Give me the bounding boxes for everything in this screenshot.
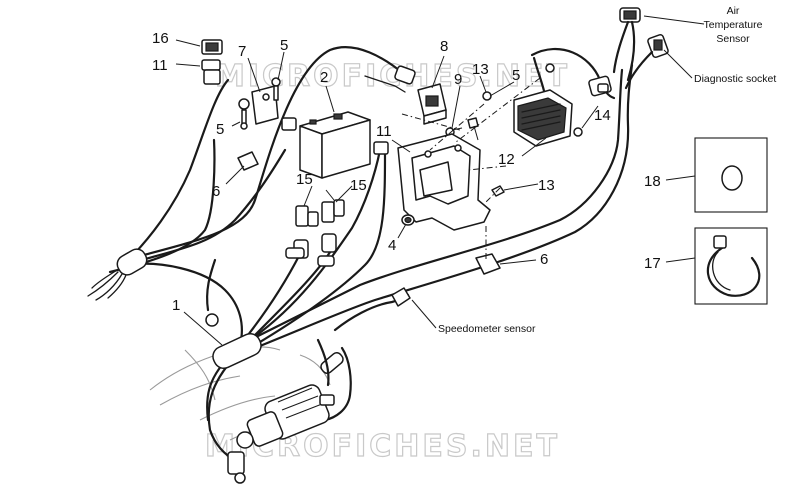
- air-temp-label-line2: Temperature: [704, 19, 763, 31]
- grommet-part-4: [401, 214, 415, 226]
- part-number-6-left: 6: [212, 183, 220, 200]
- part-number-14: 14: [594, 107, 611, 124]
- voltage-regulator-part-12: [513, 89, 583, 147]
- ground-terminal: [394, 65, 416, 85]
- part-number-7: 7: [238, 43, 246, 60]
- assembly-centerlines: [401, 77, 541, 262]
- battery-terminal-clip: [281, 117, 297, 131]
- part-number-13-top: 13: [472, 61, 489, 78]
- detail-box-part-17: [694, 227, 768, 305]
- cable-clip-part-6-right: [475, 253, 501, 275]
- fuse-part-11-left: [201, 59, 221, 85]
- leader-lines: [175, 15, 705, 346]
- relay-part-16: [201, 39, 223, 55]
- part-number-13-lower: 13: [538, 177, 555, 194]
- diagnostic-socket-connector: [624, 33, 669, 90]
- part-number-9: 9: [454, 71, 462, 88]
- part-number-12: 12: [498, 151, 515, 168]
- regulator-connector-part-14: [588, 75, 612, 97]
- part-number-4: 4: [388, 237, 396, 254]
- detail-box-part-18: [694, 137, 768, 213]
- air-temp-label-line3: Sensor: [716, 33, 750, 45]
- part-number-15-right: 15: [350, 177, 367, 194]
- diagnostic-socket-label: Diagnostic socket: [694, 73, 776, 85]
- part-number-15-left: 15: [296, 171, 313, 188]
- starter-motor: [227, 384, 335, 484]
- connectors-part-15: [285, 199, 345, 267]
- battery-part-2: [299, 111, 371, 179]
- screw-part-5-right: [545, 63, 555, 73]
- mounting-bracket-part-11: [397, 133, 491, 231]
- relay-holder-part-8: [417, 83, 447, 125]
- part-number-18: 18: [644, 173, 661, 190]
- part-number-2: 2: [320, 69, 328, 86]
- speedometer-sensor-label: Speedometer sensor: [438, 323, 536, 335]
- screw-part-13-lower: [491, 185, 505, 197]
- part-number-5-right: 5: [512, 67, 520, 84]
- air-temperature-sensor-connector: [612, 7, 641, 82]
- part-number-5-top: 5: [280, 37, 288, 54]
- part-number-8: 8: [440, 38, 448, 55]
- screw-part-5-top: [482, 91, 492, 101]
- ground-lead: [364, 75, 406, 93]
- part-number-11-bracket: 11: [376, 123, 392, 140]
- part-number-17: 17: [644, 255, 661, 272]
- part-number-6-right: 6: [540, 251, 548, 268]
- part-number-5-left: 5: [216, 121, 224, 138]
- cable-clip-part-6-left: [237, 151, 259, 171]
- part-number-11-left: 11: [152, 57, 168, 74]
- battery-terminal-clip-right: [373, 141, 389, 155]
- part-number-16: 16: [152, 30, 169, 47]
- air-temp-label-line1: Air: [727, 5, 740, 17]
- part-number-1: 1: [172, 297, 180, 314]
